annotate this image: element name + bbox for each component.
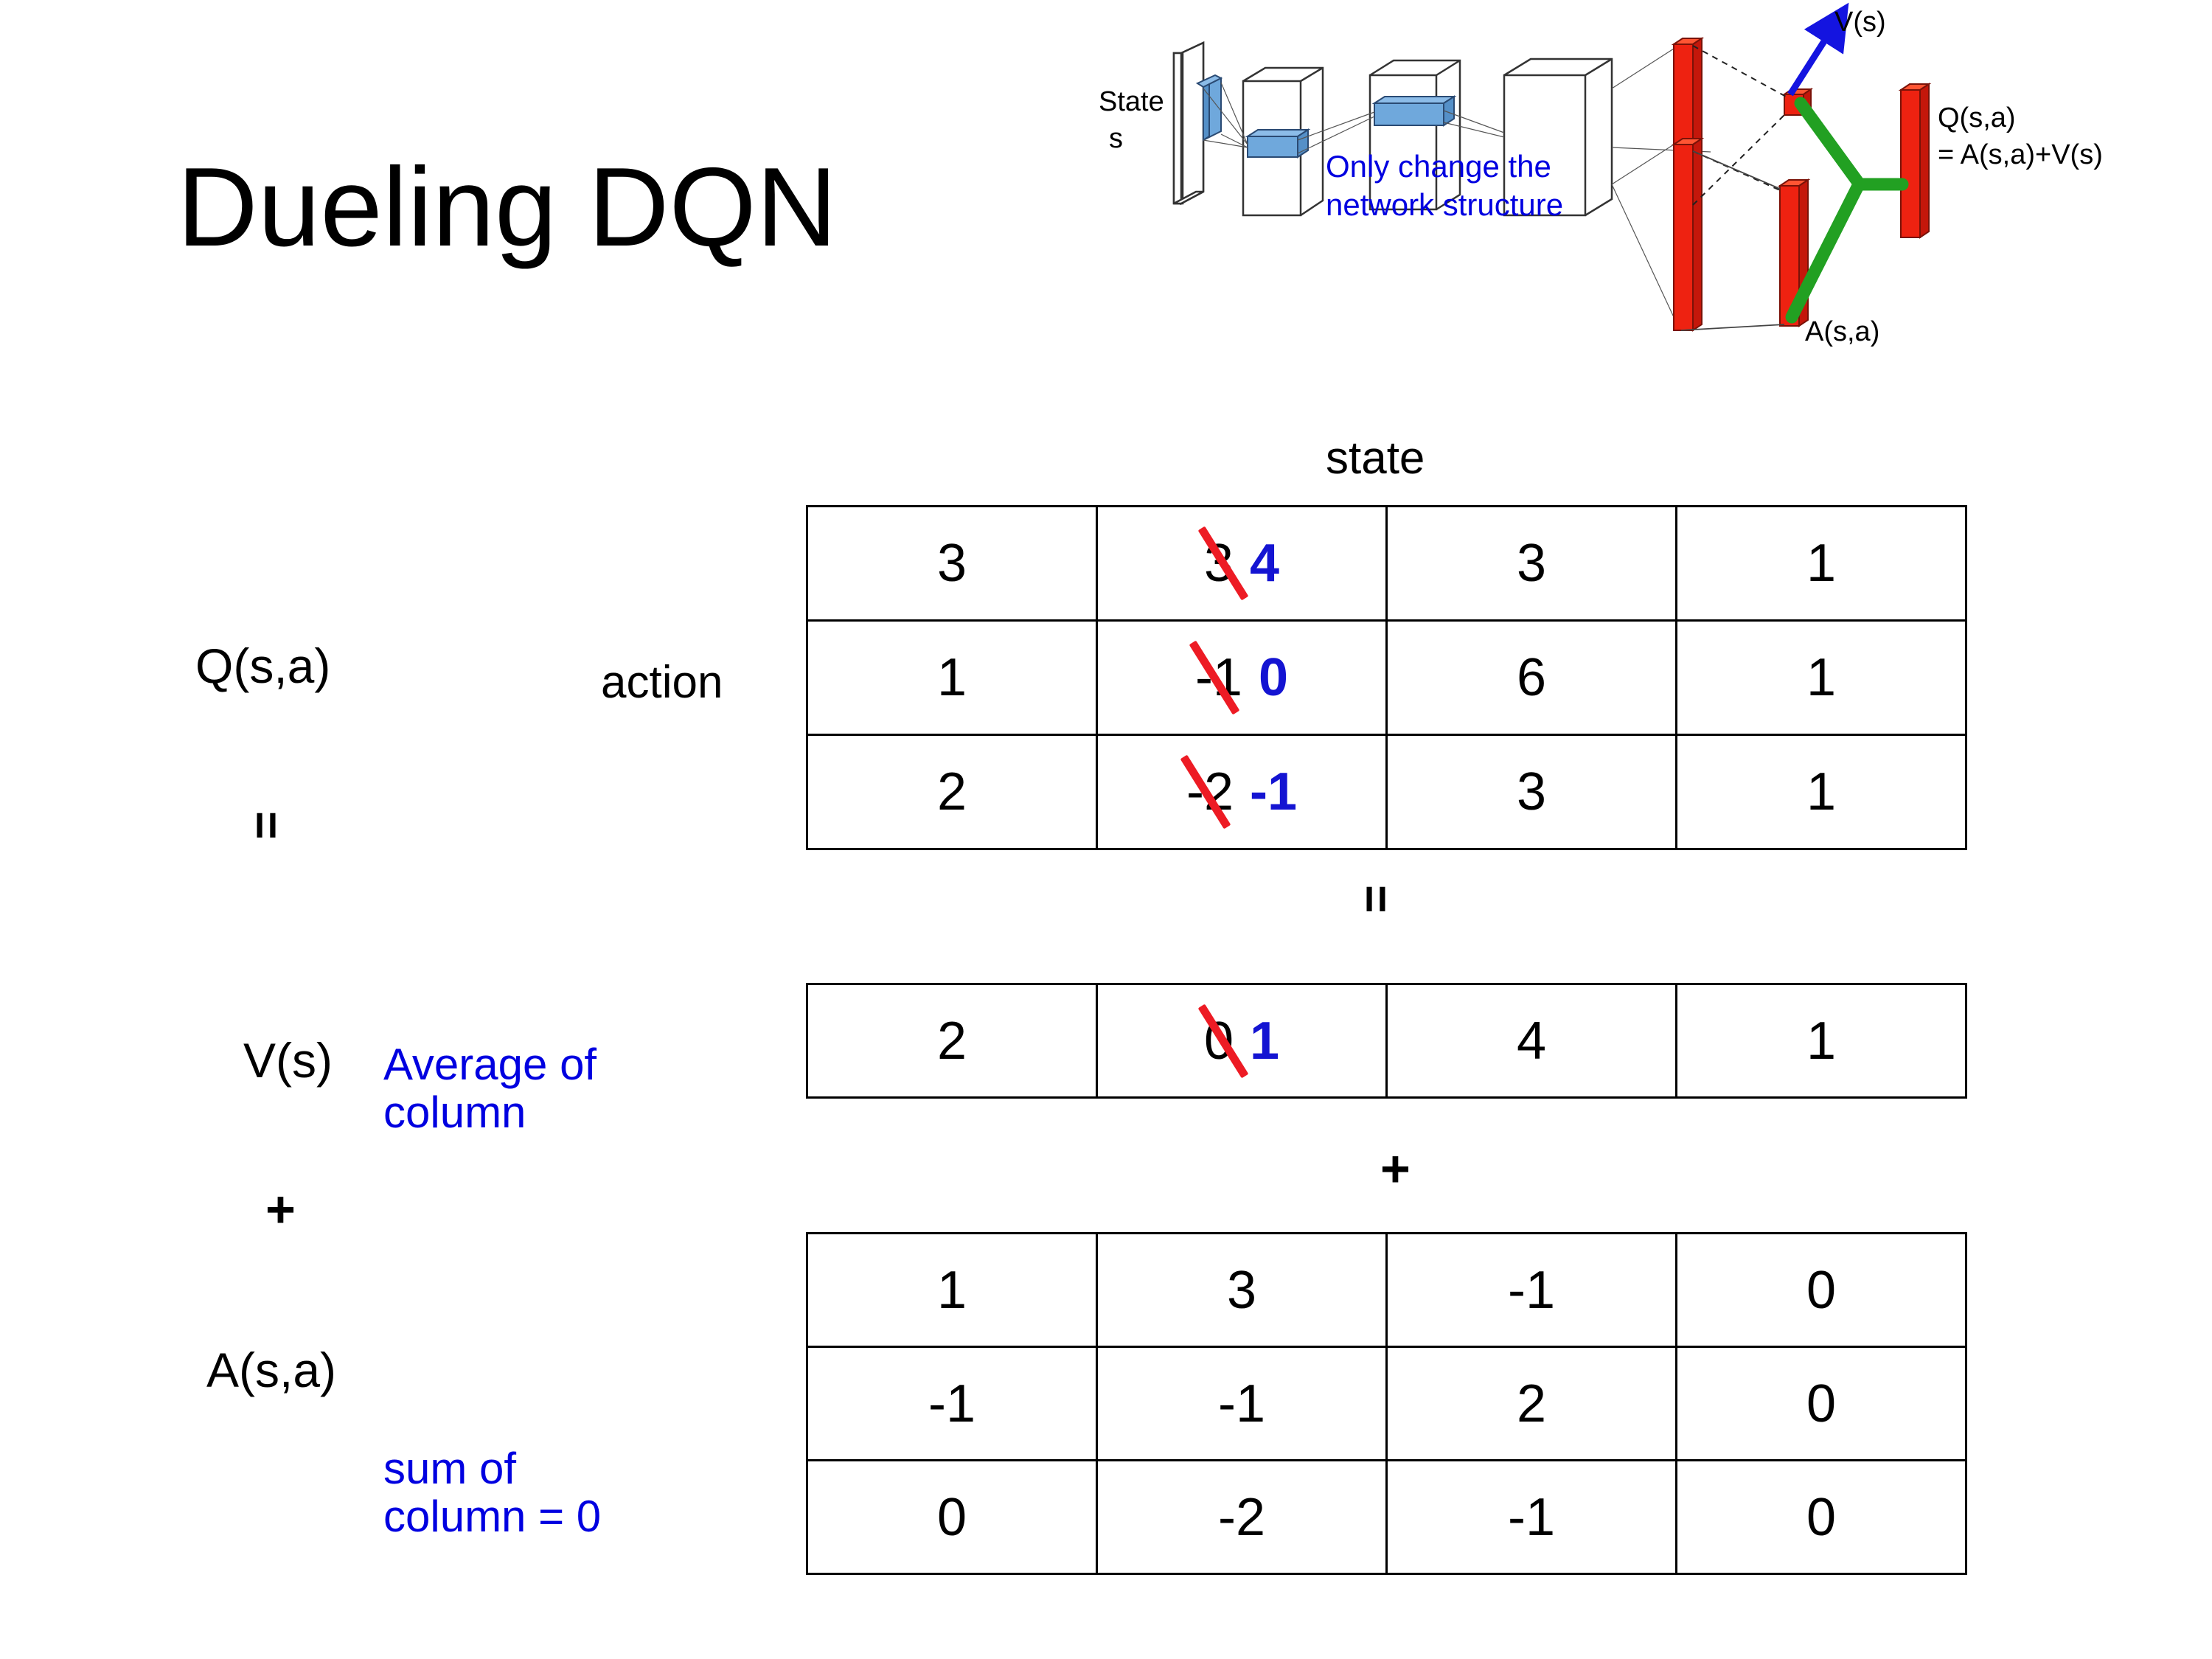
table-row: 2 0 1 4 1 — [806, 983, 1967, 1099]
q-cell-r1c1: -1 0 — [1096, 619, 1388, 736]
v-cell-c3: 1 — [1675, 983, 1967, 1099]
average-of-column-note: Average of column — [383, 1040, 597, 1137]
network-architecture-diagram: State s Only change the network structur… — [1091, 0, 2212, 413]
plus-sign-left: + — [265, 1180, 296, 1238]
q-cell-r0c0: 3 — [806, 505, 1098, 622]
q-table-label: Q(s,a) — [195, 639, 331, 693]
state-input-sublabel: s — [1109, 123, 1123, 154]
q-cell-r0c2: 3 — [1385, 505, 1677, 622]
average-note-line1: Average of — [383, 1040, 597, 1089]
q-cell-r0c3: 1 — [1675, 505, 1967, 622]
table-row: 1 3 -1 0 — [806, 1232, 1967, 1348]
equals-sign-middle: = — [1349, 885, 1404, 914]
plus-sign-middle: + — [1380, 1140, 1411, 1197]
a-table-label: A(s,a) — [206, 1343, 337, 1397]
q-cell-r0c1: 3 4 — [1096, 505, 1388, 622]
sum-note-line2: column = 0 — [383, 1491, 602, 1541]
corrected-new-value: -1 — [1250, 762, 1298, 821]
q-cell-r1c2: 6 — [1385, 619, 1677, 736]
table-row: 3 3 4 3 1 — [806, 505, 1967, 622]
v-table-label: V(s) — [243, 1033, 333, 1088]
v-value-table: 2 0 1 4 1 — [806, 983, 1967, 1099]
sum-note-line1: sum of — [383, 1444, 517, 1493]
struck-old-value: -1 — [1194, 648, 1242, 707]
table-row: 1 -1 0 6 1 — [806, 619, 1967, 736]
sum-of-column-note: sum of column = 0 — [383, 1444, 602, 1541]
q-cell-r2c3: 1 — [1675, 734, 1967, 850]
value-stream-label: V(s) — [1834, 7, 1886, 38]
q-cell-r2c2: 3 — [1385, 734, 1677, 850]
q-output-label-line2: = A(s,a)+V(s) — [1938, 139, 2103, 170]
table-row: -1 -1 2 0 — [806, 1346, 1967, 1461]
table-row: 2 -2 -1 3 1 — [806, 734, 1967, 850]
a-cell-r2c3: 0 — [1675, 1459, 1967, 1575]
advantage-stream-label: A(s,a) — [1805, 316, 1879, 347]
q-value-table: 3 3 4 3 1 1 -1 0 6 1 2 -2 -1 3 1 — [806, 505, 1967, 850]
action-axis-label: action — [601, 657, 723, 708]
a-cell-r0c3: 0 — [1675, 1232, 1967, 1348]
corrected-new-value: 1 — [1250, 1011, 1280, 1071]
a-cell-r0c0: 1 — [806, 1232, 1098, 1348]
average-note-line2: column — [383, 1087, 526, 1137]
struck-old-value: 3 — [1203, 534, 1234, 593]
struck-old-value: -2 — [1186, 762, 1234, 821]
a-cell-r1c1: -1 — [1096, 1346, 1388, 1461]
a-value-table: 1 3 -1 0 -1 -1 2 0 0 -2 -1 0 — [806, 1232, 1967, 1575]
corrected-new-value: 4 — [1250, 534, 1280, 593]
a-cell-r2c2: -1 — [1385, 1459, 1677, 1575]
state-input-label: State — [1099, 86, 1164, 117]
a-cell-r2c0: 0 — [806, 1459, 1098, 1575]
v-cell-c1: 0 1 — [1096, 983, 1388, 1099]
v-cell-c2: 4 — [1385, 983, 1677, 1099]
only-change-note-line1: Only change the — [1326, 149, 1551, 184]
a-cell-r1c0: -1 — [806, 1346, 1098, 1461]
equals-sign-left: = — [240, 811, 294, 840]
a-cell-r2c1: -2 — [1096, 1459, 1388, 1575]
a-cell-r0c1: 3 — [1096, 1232, 1388, 1348]
q-output-label-line1: Q(s,a) — [1938, 102, 2016, 133]
page-title: Dueling DQN — [177, 145, 838, 270]
v-cell-c0: 2 — [806, 983, 1098, 1099]
table-row: 0 -2 -1 0 — [806, 1459, 1967, 1575]
state-axis-label: state — [1326, 433, 1425, 484]
a-cell-r1c2: 2 — [1385, 1346, 1677, 1461]
a-cell-r1c3: 0 — [1675, 1346, 1967, 1461]
q-cell-r2c1: -2 -1 — [1096, 734, 1388, 850]
q-cell-r1c0: 1 — [806, 619, 1098, 736]
q-cell-r2c0: 2 — [806, 734, 1098, 850]
q-cell-r1c3: 1 — [1675, 619, 1967, 736]
struck-old-value: 0 — [1203, 1011, 1234, 1071]
only-change-note-line2: network structure — [1326, 187, 1563, 222]
a-cell-r0c2: -1 — [1385, 1232, 1677, 1348]
corrected-new-value: 0 — [1258, 648, 1289, 707]
